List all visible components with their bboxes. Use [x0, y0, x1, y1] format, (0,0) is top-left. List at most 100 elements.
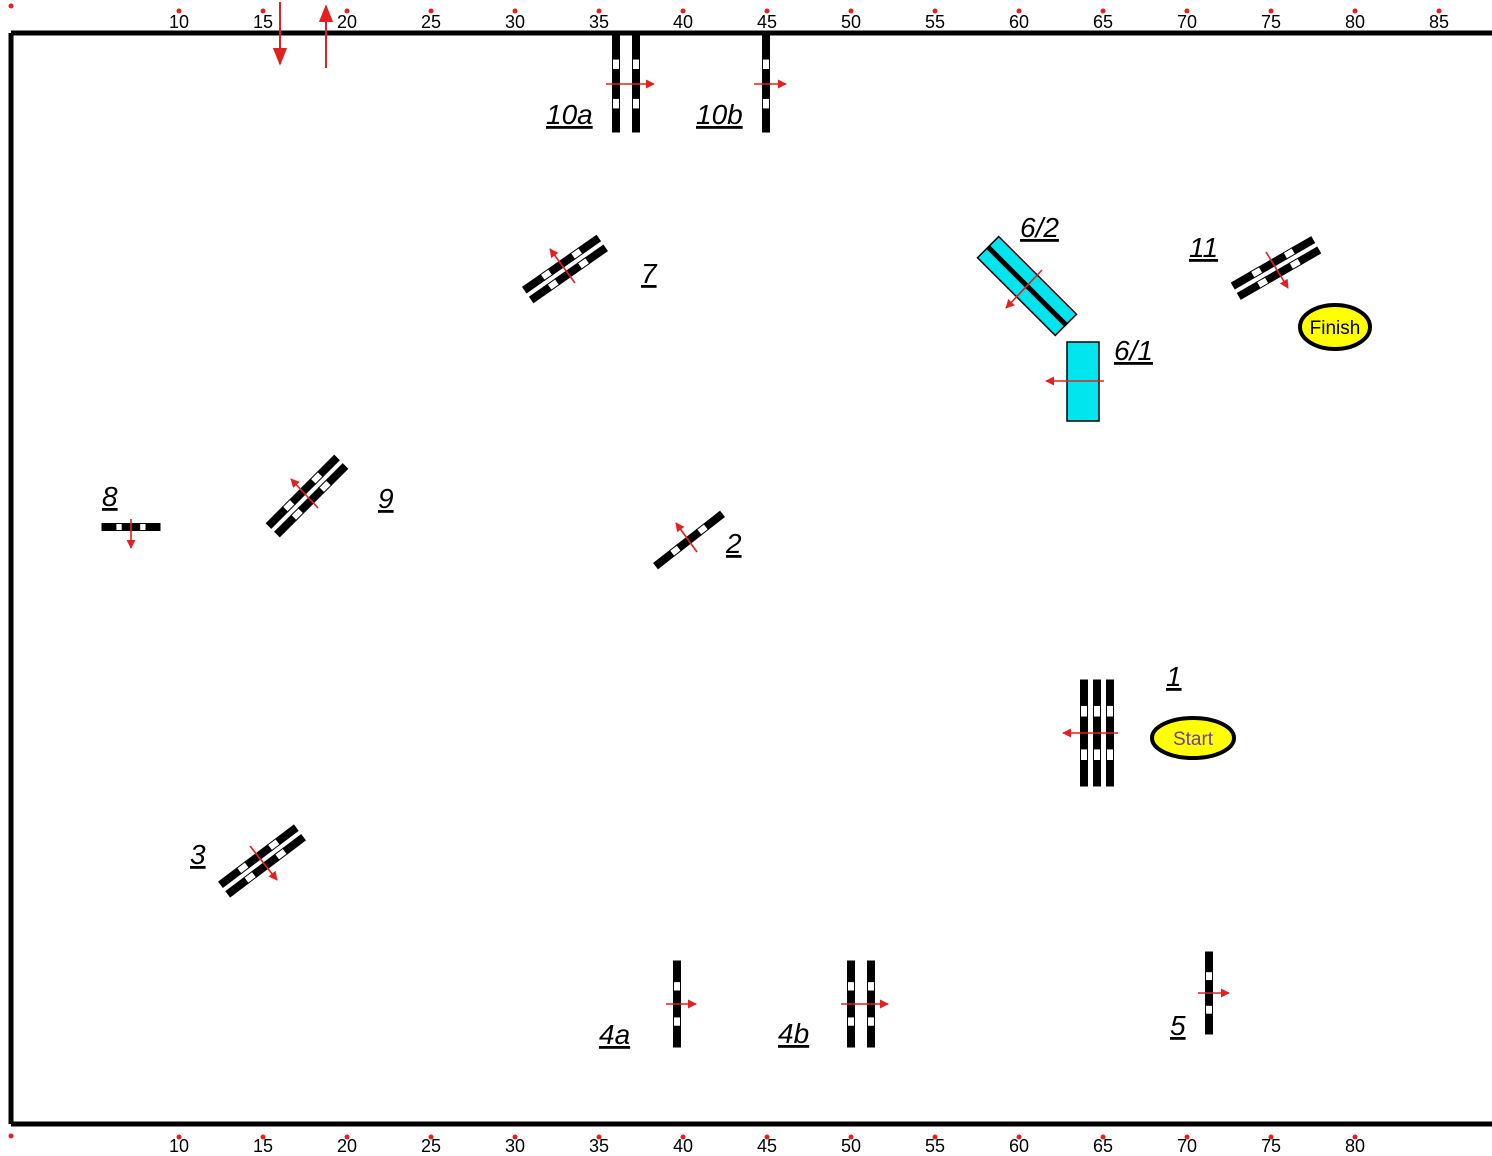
ruler-tick-label: 25 — [421, 1136, 441, 1156]
jump-pole — [653, 510, 725, 570]
jump-pole — [762, 35, 770, 133]
ruler-dot — [1016, 1134, 1022, 1140]
ruler-tick-label: 15 — [253, 12, 273, 32]
obstacle-label-6-2: 6/2 — [1020, 212, 1059, 243]
ruler-tick-label: 55 — [925, 1136, 945, 1156]
obstacle-label-9: 9 — [378, 483, 394, 514]
finish-badge: Finish — [1298, 303, 1372, 351]
ruler-tick-label: 80 — [1345, 12, 1365, 32]
obstacle-9-poles — [265, 454, 349, 538]
obstacle-label-4a: 4a — [599, 1019, 630, 1050]
obstacle-label-6-1: 6/1 — [1114, 335, 1153, 366]
ruler-dot — [1352, 8, 1358, 14]
jump-pole — [847, 960, 855, 1048]
ruler-dot — [1436, 8, 1442, 14]
ruler-dot — [1352, 1134, 1358, 1140]
ruler-dot — [176, 8, 182, 14]
jump-pole — [274, 463, 349, 538]
obstacle-label-10b: 10b — [696, 99, 743, 130]
ruler-tick-label: 65 — [1093, 1136, 1113, 1156]
ruler-dot — [512, 8, 518, 14]
ruler-tick-label: 55 — [925, 12, 945, 32]
obstacle-label-7: 7 — [641, 258, 658, 289]
ruler-dot — [680, 1134, 686, 1140]
obstacle-label-11: 11 — [1189, 232, 1218, 263]
obstacle-label-5: 5 — [1170, 1010, 1186, 1041]
ruler-dot — [848, 1134, 854, 1140]
ruler-tick-label: 10 — [169, 1136, 189, 1156]
obstacles — [101, 35, 1322, 1048]
obstacle-label-10a: 10a — [546, 99, 593, 130]
ruler-tick-label: 80 — [1345, 1136, 1365, 1156]
obstacle-7-poles — [521, 234, 609, 304]
ruler-tick-label: 65 — [1093, 12, 1113, 32]
ruler-tick-label: 45 — [757, 1136, 777, 1156]
ruler-dot — [848, 8, 854, 14]
ruler-tick-label: 20 — [337, 1136, 357, 1156]
obstacle-4b-poles — [841, 960, 889, 1048]
obstacle-3-poles — [218, 824, 306, 898]
direction-arrow-icon — [549, 248, 576, 284]
ruler-tick-label: 60 — [1009, 1136, 1029, 1156]
ruler-tick-label: 60 — [1009, 12, 1029, 32]
obstacle-label-4b: 4b — [778, 1018, 809, 1049]
ruler-tick-label: 45 — [757, 12, 777, 32]
ruler-tick-label: 35 — [589, 12, 609, 32]
ruler-tick-label: 75 — [1261, 1136, 1281, 1156]
ruler-dot — [932, 1134, 938, 1140]
obstacle-5-poles — [1198, 951, 1230, 1035]
ruler-dot — [932, 8, 938, 14]
direction-arrow-icon — [1265, 251, 1289, 289]
finish-label: Finish — [1310, 318, 1361, 339]
obstacle-6-2-water — [976, 235, 1078, 337]
ruler-dot — [596, 1134, 602, 1140]
ruler-tick-label: 70 — [1177, 1136, 1197, 1156]
direction-arrow-icon — [249, 845, 278, 881]
ruler-dot — [1268, 8, 1274, 14]
ruler-tick-label: 85 — [1429, 12, 1449, 32]
ruler-tick-label: 35 — [589, 1136, 609, 1156]
ruler-dot — [428, 1134, 434, 1140]
ruler-dot — [764, 1134, 770, 1140]
ruler-dot — [344, 8, 350, 14]
ruler-tick-label: 70 — [1177, 12, 1197, 32]
ruler-tick-label: 25 — [421, 12, 441, 32]
ruler-dot — [1268, 1134, 1274, 1140]
corner-dot — [8, 1133, 14, 1139]
corner-dot — [8, 3, 14, 9]
ruler-dot — [1184, 8, 1190, 14]
jump-pole — [612, 35, 620, 133]
ruler-tick-label: 40 — [673, 12, 693, 32]
ruler-dot — [680, 8, 686, 14]
ruler-tick-label: 10 — [169, 12, 189, 32]
obstacle-label-8: 8 — [102, 481, 118, 512]
obstacle-1-poles — [1062, 679, 1118, 787]
ruler-dot — [1100, 8, 1106, 14]
obstacle-label-2: 2 — [725, 528, 742, 559]
ruler-dot — [1100, 1134, 1106, 1140]
obstacle-10b-poles — [754, 35, 787, 133]
obstacle-4a-poles — [666, 960, 697, 1048]
direction-arrow-icon — [675, 522, 698, 553]
ruler-dot — [428, 8, 434, 14]
ruler-dot — [764, 8, 770, 14]
ruler-dot — [512, 1134, 518, 1140]
ruler-dot — [260, 8, 266, 14]
ruler-tick-label: 50 — [841, 1136, 861, 1156]
obstacle-6-1-water — [1045, 341, 1104, 422]
direction-arrow-icon — [1005, 269, 1043, 309]
obstacle-8-poles — [101, 519, 161, 549]
start-badge: Start — [1150, 716, 1236, 760]
obstacle-label-1: 1 — [1166, 661, 1182, 692]
start-label: Start — [1173, 729, 1214, 750]
obstacle-2-poles — [653, 510, 725, 570]
ruler-tick-label: 50 — [841, 12, 861, 32]
ruler-tick-label: 20 — [337, 12, 357, 32]
ruler-tick-label: 30 — [505, 12, 525, 32]
ruler-dot — [260, 1134, 266, 1140]
ruler-tick-label: 30 — [505, 1136, 525, 1156]
ruler-dot — [596, 8, 602, 14]
obstacle-10a-poles — [606, 35, 655, 133]
